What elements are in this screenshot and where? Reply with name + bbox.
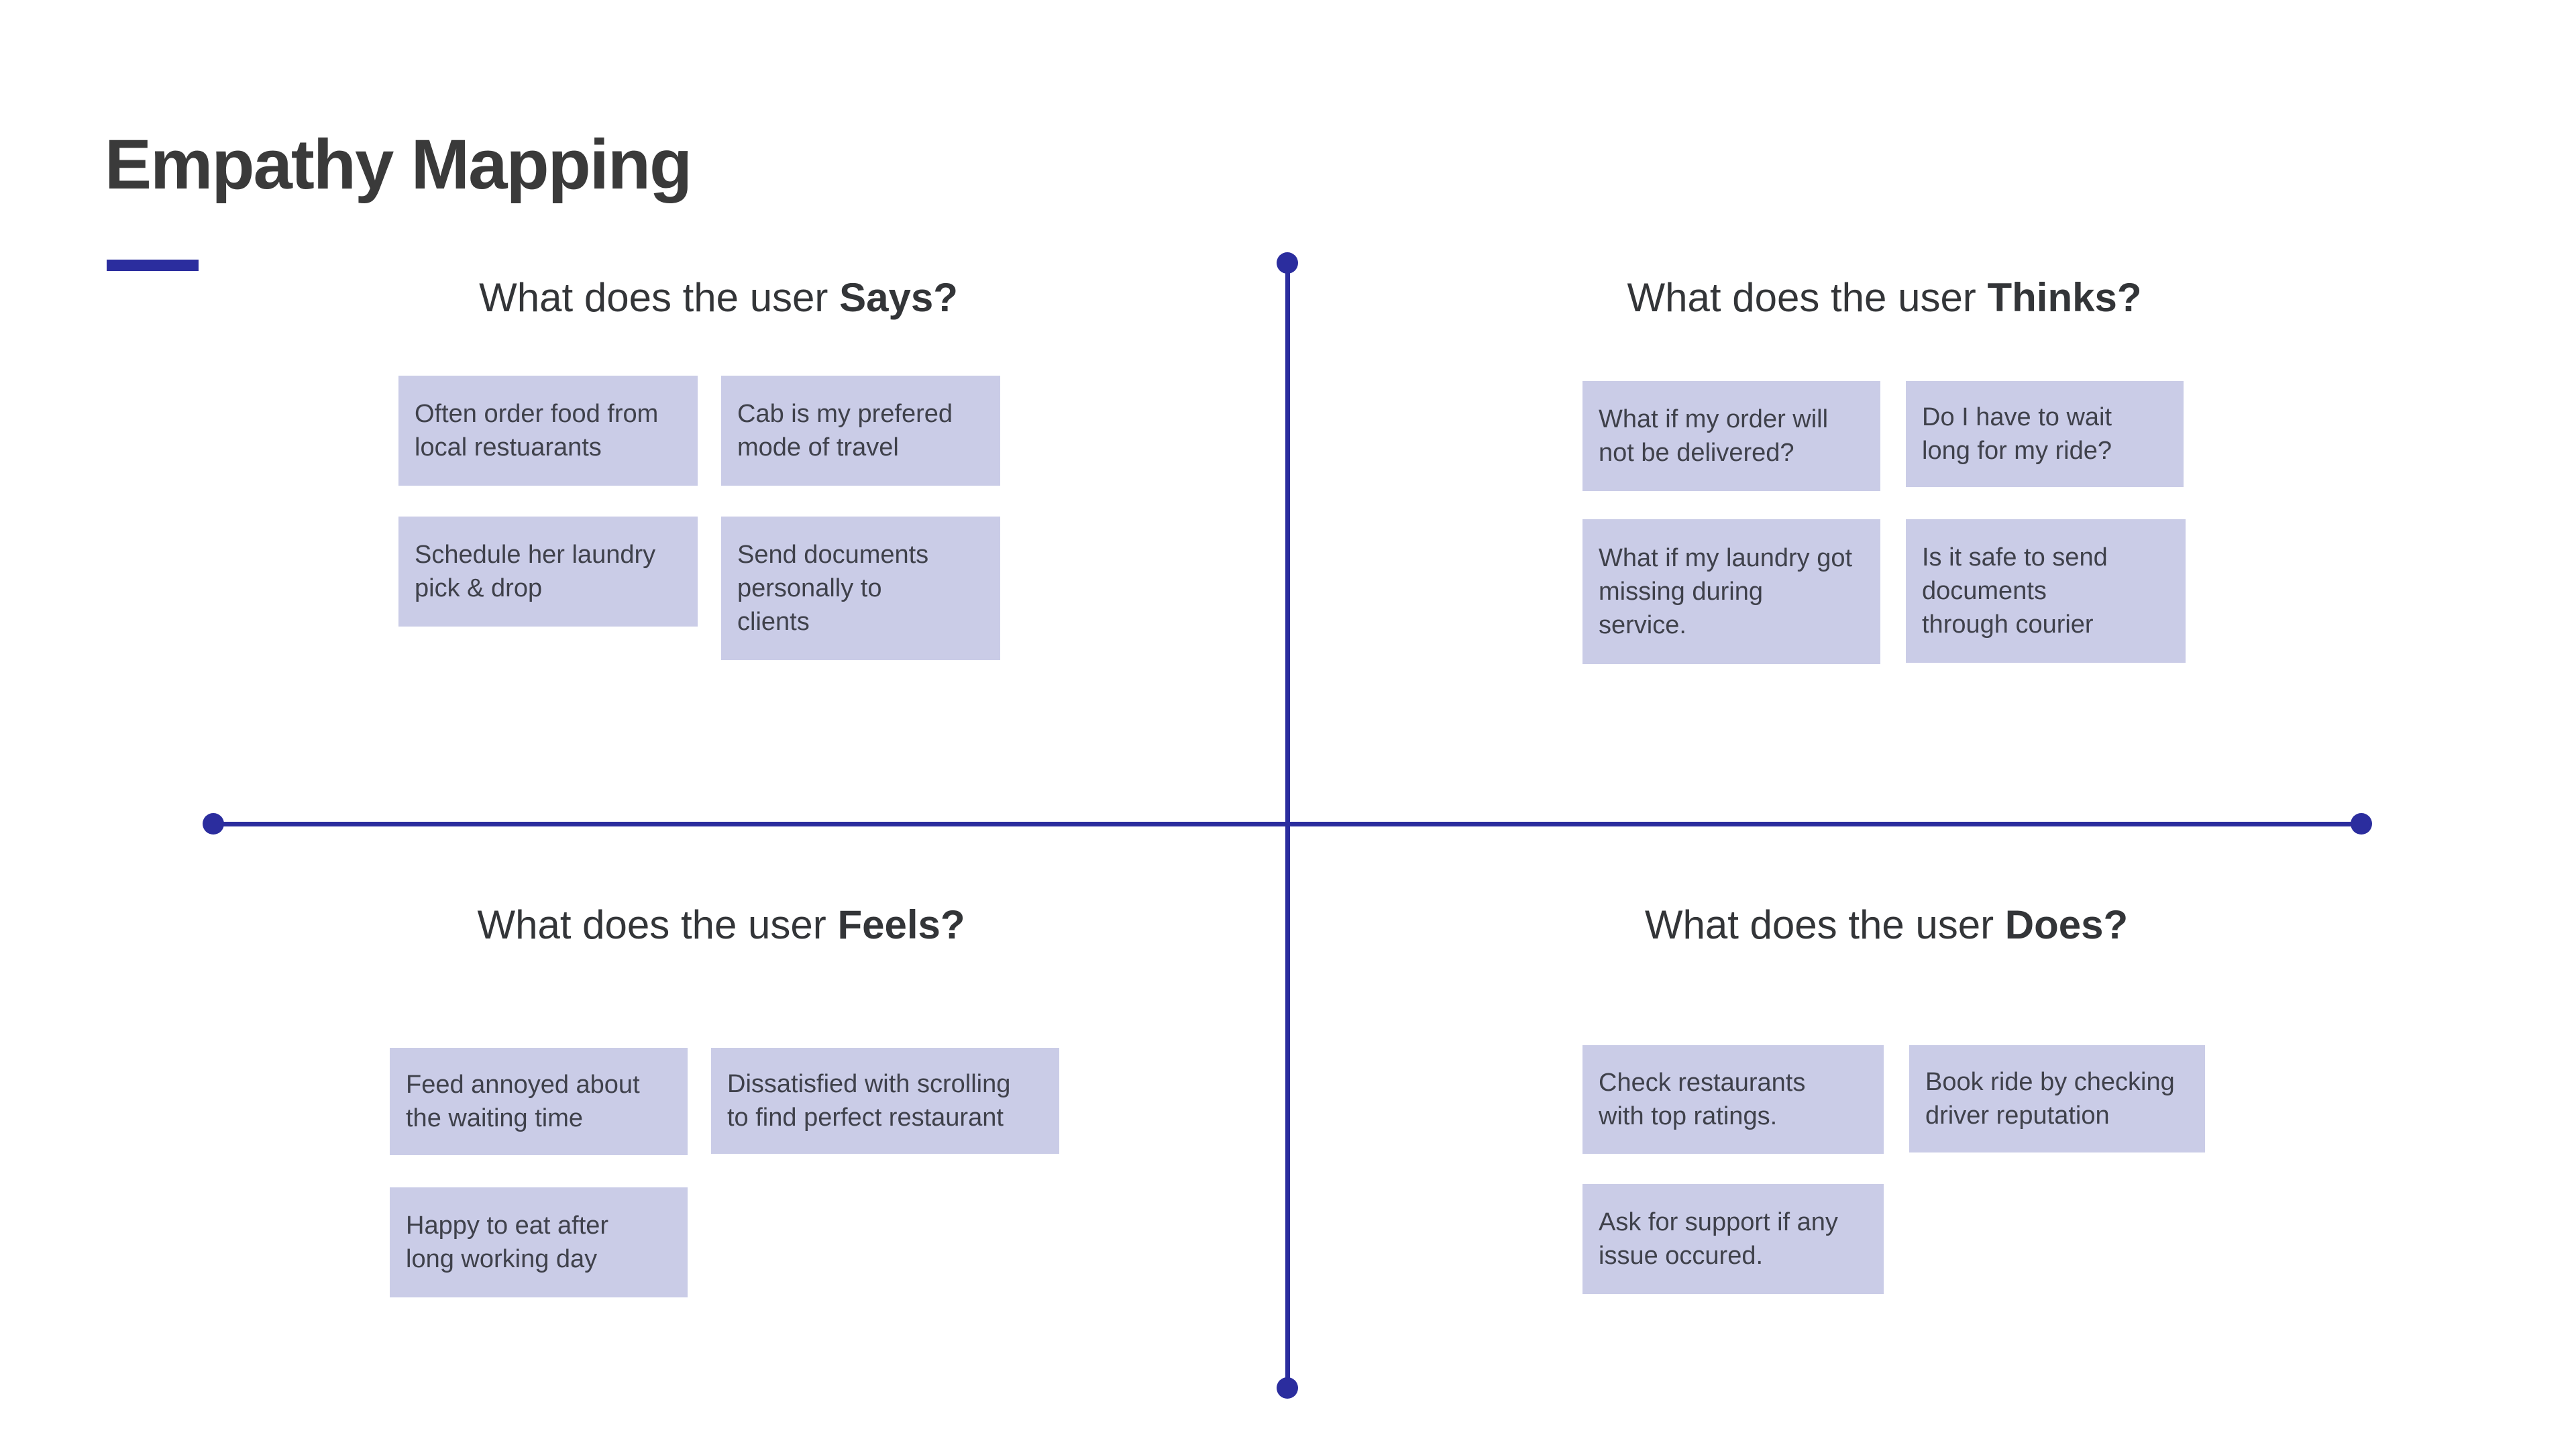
horizontal-axis-line <box>213 822 2361 826</box>
quadrant-header-says-prefix: What does the user <box>479 275 828 320</box>
quadrant-header-feels-prefix: What does the user <box>477 902 826 947</box>
quadrant-header-does-prefix: What does the user <box>1644 902 1994 947</box>
sticky-note-thinks-1[interactable]: What if my order will not be delivered? <box>1582 381 1880 491</box>
axis-endpoint-dot-bottom <box>1277 1377 1298 1399</box>
sticky-note-does-3[interactable]: Ask for support if any issue occured. <box>1582 1184 1884 1294</box>
axis-endpoint-dot-right <box>2351 813 2372 835</box>
sticky-note-thinks-4[interactable]: Is it safe to send documents through cou… <box>1906 519 2186 663</box>
title-underline <box>107 260 199 271</box>
axis-endpoint-dot-top <box>1277 252 1298 274</box>
axis-endpoint-dot-left <box>203 813 224 835</box>
sticky-note-says-1[interactable]: Often order food from local restuarants <box>398 376 698 486</box>
sticky-note-thinks-3[interactable]: What if my laundry got missing during se… <box>1582 519 1880 664</box>
quadrant-header-feels: What does the user Feels? <box>477 901 965 949</box>
sticky-note-says-2[interactable]: Cab is my prefered mode of travel <box>721 376 1000 486</box>
quadrant-header-does-keyword: Does? <box>2004 902 2129 947</box>
quadrant-header-thinks: What does the user Thinks? <box>1627 274 2142 322</box>
quadrant-header-thinks-prefix: What does the user <box>1627 275 1976 320</box>
quadrant-header-says: What does the user Says? <box>479 274 958 322</box>
quadrant-header-thinks-keyword: Thinks? <box>1987 275 2142 320</box>
sticky-note-feels-2[interactable]: Dissatisfied with scrolling to find perf… <box>711 1048 1059 1154</box>
sticky-note-says-4[interactable]: Send documents personally to clients <box>721 517 1000 660</box>
sticky-note-says-3[interactable]: Schedule her laundry pick & drop <box>398 517 698 627</box>
sticky-note-feels-1[interactable]: Feed annoyed about the waiting time <box>390 1048 688 1155</box>
quadrant-header-says-keyword: Says? <box>839 275 958 320</box>
quadrant-header-does: What does the user Does? <box>1645 901 2128 949</box>
sticky-note-feels-3[interactable]: Happy to eat after long working day <box>390 1187 688 1297</box>
quadrant-header-feels-keyword: Feels? <box>837 902 965 947</box>
sticky-note-does-2[interactable]: Book ride by checking driver reputation <box>1909 1045 2205 1152</box>
page-title: Empathy Mapping <box>105 125 692 204</box>
sticky-note-does-1[interactable]: Check restaurants with top ratings. <box>1582 1045 1884 1154</box>
sticky-note-thinks-2[interactable]: Do I have to wait long for my ride? <box>1906 381 2184 487</box>
